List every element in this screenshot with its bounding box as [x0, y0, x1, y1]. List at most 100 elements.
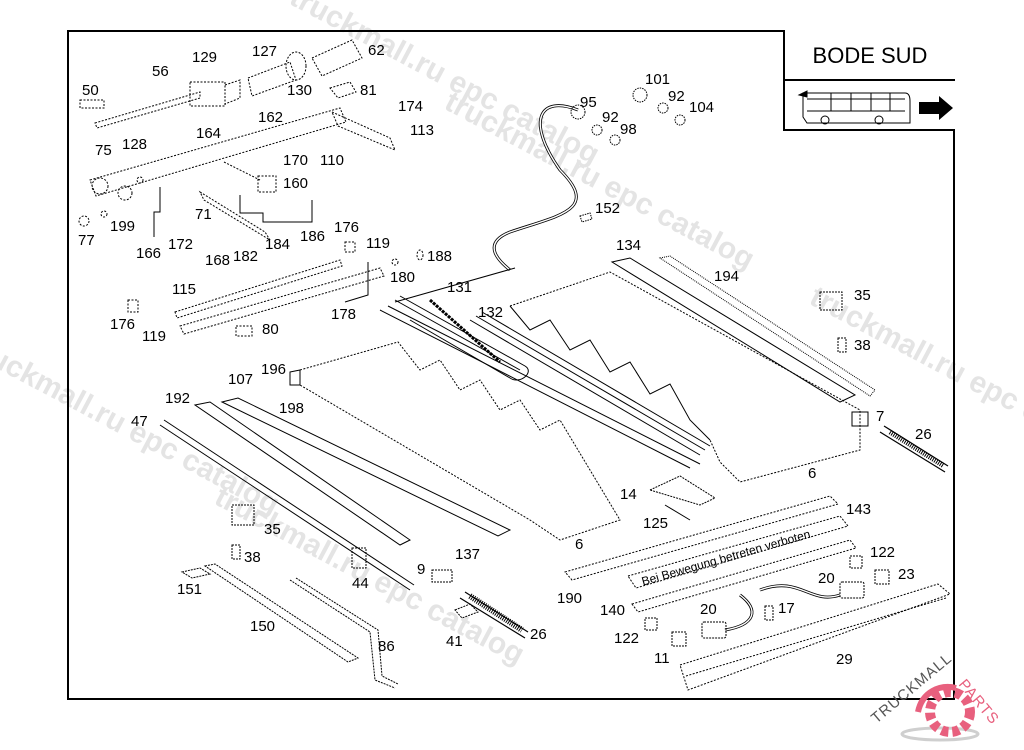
part-label-92a[interactable]: 92	[602, 109, 619, 126]
part-label-35a[interactable]: 35	[854, 287, 871, 304]
part-label-95[interactable]: 95	[580, 94, 597, 111]
rod-assembly	[127, 241, 424, 337]
profile-rail	[679, 583, 951, 691]
part-label-194[interactable]: 194	[714, 268, 740, 285]
part-label-137[interactable]: 137	[455, 546, 481, 563]
part-label-50[interactable]: 50	[82, 82, 99, 99]
bus-icon	[797, 90, 911, 125]
brand-box: BODE SUD	[783, 30, 955, 131]
part-label-176b[interactable]: 176	[110, 316, 136, 333]
truckmall-logo: TRUCKMALL PARTS	[860, 650, 1024, 750]
part-label-17[interactable]: 17	[778, 600, 795, 617]
part-label-104[interactable]: 104	[689, 99, 715, 116]
part-label-86[interactable]: 86	[378, 638, 395, 655]
part-label-101[interactable]: 101	[645, 71, 671, 88]
part-label-35b[interactable]: 35	[264, 521, 281, 538]
part-label-20b[interactable]: 20	[700, 601, 717, 618]
part-label-122b[interactable]: 122	[614, 630, 640, 647]
leader-lines	[153, 187, 369, 303]
lever-assembly	[78, 39, 396, 241]
part-label-188[interactable]: 188	[427, 248, 453, 265]
part-label-38a[interactable]: 38	[854, 337, 871, 354]
brand-title: BODE SUD	[785, 30, 955, 81]
part-label-107[interactable]: 107	[228, 371, 254, 388]
part-label-151[interactable]: 151	[177, 581, 203, 598]
part-label-62[interactable]: 62	[368, 42, 385, 59]
part-label-134[interactable]: 134	[616, 237, 642, 254]
part-label-140[interactable]: 140	[600, 602, 626, 619]
part-label-127[interactable]: 127	[252, 43, 278, 60]
spring-lower	[459, 591, 529, 639]
ramp-plate-front	[159, 341, 621, 591]
part-label-44[interactable]: 44	[352, 575, 369, 592]
rail-assembly	[379, 295, 711, 469]
part-label-192[interactable]: 192	[165, 390, 191, 407]
part-label-81[interactable]: 81	[360, 82, 377, 99]
diagram-frame	[67, 30, 955, 700]
part-label-130[interactable]: 130	[287, 82, 313, 99]
part-label-196[interactable]: 196	[261, 361, 287, 378]
part-label-38b[interactable]: 38	[244, 549, 261, 566]
part-label-168[interactable]: 168	[205, 252, 231, 269]
part-label-190[interactable]: 190	[557, 590, 583, 607]
part-label-7[interactable]: 7	[876, 408, 885, 425]
part-label-6b[interactable]: 6	[575, 536, 584, 553]
part-label-152[interactable]: 152	[595, 200, 621, 217]
strips	[564, 495, 857, 613]
part-label-26a[interactable]: 26	[915, 426, 932, 443]
part-label-41[interactable]: 41	[446, 633, 463, 650]
part-label-160[interactable]: 160	[283, 175, 309, 192]
part-label-199[interactable]: 199	[110, 218, 136, 235]
cable	[492, 104, 579, 272]
part-label-119a[interactable]: 119	[366, 235, 390, 252]
part-label-186[interactable]: 186	[300, 228, 326, 245]
part-label-128[interactable]: 128	[122, 136, 148, 153]
part-label-184[interactable]: 184	[265, 236, 291, 253]
part-label-150[interactable]: 150	[250, 618, 276, 635]
part-label-172[interactable]: 172	[168, 236, 194, 253]
part-label-26b[interactable]: 26	[530, 626, 547, 643]
part-label-80[interactable]: 80	[262, 321, 279, 338]
part-label-198[interactable]: 198	[279, 400, 305, 417]
part-label-14[interactable]: 14	[620, 486, 637, 503]
part-label-92b[interactable]: 92	[668, 88, 685, 105]
spring	[879, 425, 949, 473]
part-label-143[interactable]: 143	[846, 501, 872, 518]
part-label-170[interactable]: 170	[283, 152, 309, 169]
part-label-132[interactable]: 132	[478, 304, 504, 321]
part-label-176a[interactable]: 176	[334, 219, 360, 236]
part-label-9[interactable]: 9	[417, 561, 426, 578]
part-label-119b[interactable]: 119	[142, 328, 166, 345]
part-label-122a[interactable]: 122	[870, 544, 896, 561]
part-label-166[interactable]: 166	[136, 245, 162, 262]
part-label-23[interactable]: 23	[898, 566, 915, 583]
part-label-6a[interactable]: 6	[808, 465, 817, 482]
part-label-20a[interactable]: 20	[818, 570, 835, 587]
arrow-right-icon	[919, 96, 953, 120]
part-label-71[interactable]: 71	[195, 206, 212, 223]
part-label-174[interactable]: 174	[398, 98, 424, 115]
part-label-77[interactable]: 77	[78, 232, 95, 249]
part-label-131[interactable]: 131	[447, 279, 473, 296]
ramp-plate-back	[509, 255, 876, 483]
part-label-180[interactable]: 180	[390, 269, 416, 286]
part-label-182[interactable]: 182	[233, 248, 259, 265]
part-label-115[interactable]: 115	[172, 281, 196, 298]
part-label-164[interactable]: 164	[196, 125, 222, 142]
part-label-110[interactable]: 110	[320, 152, 344, 169]
gear-icon	[900, 684, 980, 742]
part-label-98[interactable]: 98	[620, 121, 637, 138]
part-label-11[interactable]: 11	[654, 650, 670, 667]
part-label-125[interactable]: 125	[643, 515, 669, 532]
fasteners	[570, 87, 686, 223]
part-label-178[interactable]: 178	[331, 306, 357, 323]
part-label-75[interactable]: 75	[95, 142, 112, 159]
part-label-113[interactable]: 113	[410, 122, 434, 139]
part-label-129[interactable]: 129	[192, 49, 218, 66]
part-label-29[interactable]: 29	[836, 651, 853, 668]
lower-parts	[180, 504, 479, 689]
part-label-47[interactable]: 47	[131, 413, 148, 430]
part-label-56[interactable]: 56	[152, 63, 169, 80]
part-label-162[interactable]: 162	[258, 109, 284, 126]
